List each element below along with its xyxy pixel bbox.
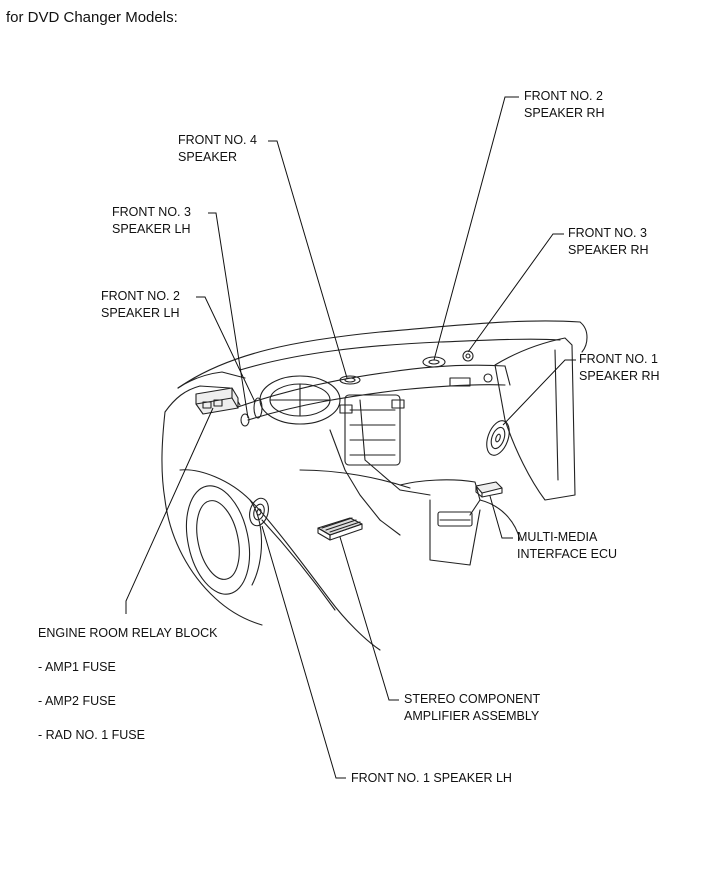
center-console: [329, 429, 401, 536]
label-multi-media-interface-ecu: MULTI-MEDIA INTERFACE ECU: [517, 529, 617, 563]
label-front-no3-speaker-rh: FRONT NO. 3 SPEAKER RH: [568, 225, 649, 259]
label-front-no1-speaker-rh: FRONT NO. 1 SPEAKER RH: [579, 351, 660, 385]
leader-front-no4-speaker: [268, 140, 348, 379]
label-line: SPEAKER RH: [568, 243, 649, 257]
label-line: FRONT NO. 3: [112, 205, 191, 219]
label-line: SPEAKER: [178, 150, 238, 164]
center-stack: [344, 394, 401, 466]
label-line: STEREO COMPONENT: [404, 692, 541, 706]
leader-front-no1-speaker-rh: [502, 359, 576, 426]
right-door: [494, 337, 576, 501]
label-line: FRONT NO. 2: [101, 289, 180, 303]
left-body: [161, 411, 263, 626]
leader-front-no3-speaker-lh: [208, 212, 249, 419]
label-line: INTERFACE ECU: [517, 547, 618, 561]
label-front-no3-speaker-lh: FRONT NO. 3 SPEAKER LH: [112, 204, 191, 238]
leader-front-no1-speaker-lh: [261, 525, 346, 779]
label-front-no2-speaker-rh: FRONT NO. 2 SPEAKER RH: [524, 88, 605, 122]
label-amp1-fuse: - AMP1 FUSE: [38, 660, 116, 674]
label-line: SPEAKER LH: [112, 222, 191, 236]
leader-relay-block: [125, 407, 214, 614]
label-engine-room-relay-block: ENGINE ROOM RELAY BLOCK: [38, 626, 218, 640]
label-line: MULTI-MEDIA: [517, 530, 598, 544]
label-amp2-fuse: - AMP2 FUSE: [38, 694, 116, 708]
leader-lines: [125, 96, 576, 779]
dashboard-top: [234, 364, 506, 409]
label-line: FRONT NO. 3: [568, 226, 647, 240]
label-line: FRONT NO. 4: [178, 133, 257, 147]
leader-front-no2-speaker-lh: [196, 296, 256, 403]
relay-block: [195, 387, 239, 415]
label-front-no1-speaker-lh: FRONT NO. 1 SPEAKER LH: [351, 771, 512, 785]
stereo-amplifier-component: [317, 517, 363, 541]
front-no1-speaker-rh: [486, 420, 510, 456]
label-line: SPEAKER RH: [524, 106, 605, 120]
front-no4-speaker: [339, 375, 361, 385]
leader-multi-media-ecu: [489, 495, 513, 539]
front-no2-speaker-lh: [253, 397, 263, 419]
label-stereo-component-amplifier: STEREO COMPONENT AMPLIFIER ASSEMBLY: [404, 691, 540, 725]
label-line: SPEAKER LH: [101, 306, 180, 320]
page-title: for DVD Changer Models:: [6, 9, 178, 26]
label-front-no2-speaker-lh: FRONT NO. 2 SPEAKER LH: [101, 288, 180, 322]
front-no1-speaker-lh: [249, 497, 269, 527]
label-line: SPEAKER RH: [579, 369, 660, 383]
label-line: FRONT NO. 2: [524, 89, 603, 103]
label-line: FRONT NO. 1: [579, 352, 658, 366]
leader-amplifier: [339, 536, 399, 701]
leader-front-no3-speaker-rh: [467, 233, 564, 353]
front-no3-speaker-rh: [462, 350, 493, 383]
label-rad-no1-fuse: - RAD NO. 1 FUSE: [38, 728, 145, 742]
label-front-no4-speaker: FRONT NO. 4 SPEAKER: [178, 132, 257, 166]
roof-line: [177, 320, 581, 389]
leader-front-no2-speaker-rh: [433, 96, 519, 361]
front-no3-speaker-lh: [240, 413, 250, 427]
label-line: AMPLIFIER ASSEMBLY: [404, 709, 540, 723]
multi-media-ecu: [475, 481, 503, 498]
front-wheel: [185, 485, 251, 595]
